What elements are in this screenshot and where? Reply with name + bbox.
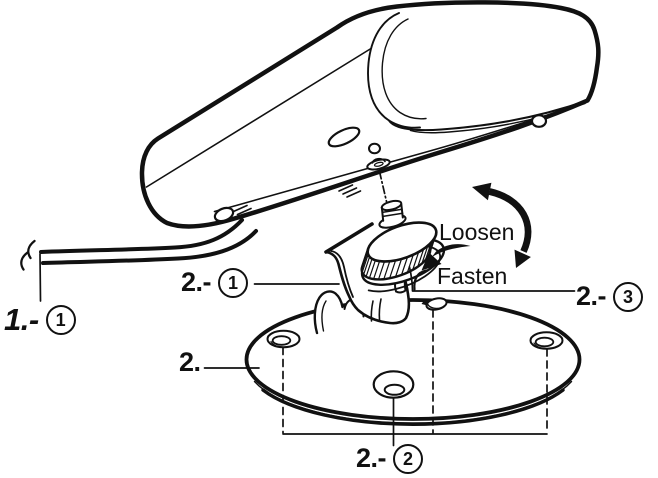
screw-hole-left bbox=[266, 329, 301, 349]
stud-threads bbox=[382, 208, 404, 218]
device-hatch-marks-mid bbox=[338, 184, 362, 198]
device-screw-hole-boss bbox=[368, 142, 381, 155]
screw-hole-center bbox=[372, 370, 415, 399]
callout-step2-thumb-screw-circled-number: 3 bbox=[613, 281, 644, 312]
fasten-arrow-hook bbox=[413, 269, 428, 291]
tilt-arrow-head-top bbox=[472, 182, 492, 201]
cable-upper-line bbox=[39, 218, 244, 254]
callout-step2-base-prefix: 2. bbox=[179, 347, 201, 377]
loosen-arrow-head bbox=[421, 252, 442, 271]
flange-dome bbox=[371, 157, 386, 164]
callout-step2-base: 2. bbox=[179, 347, 201, 378]
base-plate-top bbox=[244, 298, 582, 421]
connection-cable bbox=[20, 218, 258, 271]
base-screw-holes bbox=[266, 297, 564, 435]
bracket-inner-line bbox=[330, 250, 354, 298]
rotate-arrow bbox=[413, 244, 471, 291]
screw-center-line bbox=[378, 170, 388, 203]
hole-guide-dashed-lines bbox=[282, 309, 548, 434]
leader-thumb-screw bbox=[408, 266, 576, 292]
leader-cable bbox=[39, 253, 42, 302]
threaded-stud bbox=[380, 199, 404, 222]
tilt-arrow bbox=[472, 182, 532, 268]
knob-top-face bbox=[366, 221, 438, 263]
callout-step2-thumb-screw: 2.- 3 bbox=[576, 281, 644, 312]
device-left-boss bbox=[213, 206, 235, 223]
callout-step2-screws: 2.- 2 bbox=[356, 443, 424, 474]
bracket-foot-slot-lines bbox=[370, 298, 382, 322]
hole-left-countersink bbox=[270, 340, 289, 349]
device-hatch-marks-left bbox=[232, 204, 256, 219]
callout-step2-screws-prefix: 2.- bbox=[356, 443, 387, 473]
callout-step2-bracket-prefix: 2.- bbox=[181, 267, 212, 297]
callout-leader-lines bbox=[39, 253, 576, 447]
callout-step1-cable: 1.- 1 bbox=[4, 302, 76, 338]
loosen-label: Loosen bbox=[439, 219, 515, 245]
bracket-top-edge bbox=[324, 222, 374, 254]
screw-hole-rear bbox=[421, 297, 448, 311]
mounting-base-plate bbox=[244, 290, 582, 426]
hole-center-inner bbox=[383, 383, 406, 396]
callout-step2-screws-circled-number: 2 bbox=[393, 443, 424, 474]
hole-right-countersink bbox=[533, 342, 552, 350]
knurled-thumb-screw bbox=[360, 170, 446, 293]
screw-hole-right bbox=[529, 331, 564, 350]
hole-right-inner bbox=[534, 336, 555, 348]
device-top-panel-bezel-outer bbox=[367, 12, 421, 129]
callout-step2-thumb-screw-prefix: 2.- bbox=[576, 281, 607, 311]
tilt-arrow-arc bbox=[488, 188, 532, 253]
device-outline bbox=[139, 0, 601, 229]
stud-sides bbox=[380, 203, 404, 222]
speaker-unit bbox=[139, 0, 601, 229]
base-hump-ridge-inner bbox=[321, 300, 327, 332]
hole-left-inner bbox=[271, 335, 292, 346]
cable-break-icon bbox=[20, 239, 36, 271]
device-side-edge-line bbox=[145, 47, 372, 188]
callout-step1-prefix: 1.- bbox=[4, 302, 39, 337]
device-right-boss bbox=[530, 114, 548, 128]
device-screw-flange bbox=[366, 157, 391, 171]
callout-step1-circled-number: 1 bbox=[45, 305, 76, 335]
fasten-label: Fasten bbox=[437, 263, 508, 289]
device-top-panel-bezel-inner bbox=[381, 18, 427, 120]
callout-step2-bracket: 2.- 1 bbox=[181, 267, 249, 298]
tilt-arrow-head-bottom bbox=[514, 249, 531, 268]
base-hump-ridge bbox=[313, 290, 344, 335]
cable-lower-line bbox=[41, 229, 258, 265]
hole-rear-shadow bbox=[421, 298, 430, 306]
flange-slot bbox=[373, 161, 384, 167]
loosen-arrow-crescent bbox=[431, 244, 471, 258]
device-connector-slot bbox=[327, 126, 361, 148]
hole-rear-inner bbox=[427, 304, 445, 310]
callout-step2-bracket-circled-number: 1 bbox=[218, 267, 249, 298]
base-plate-rim-thick bbox=[261, 388, 565, 426]
